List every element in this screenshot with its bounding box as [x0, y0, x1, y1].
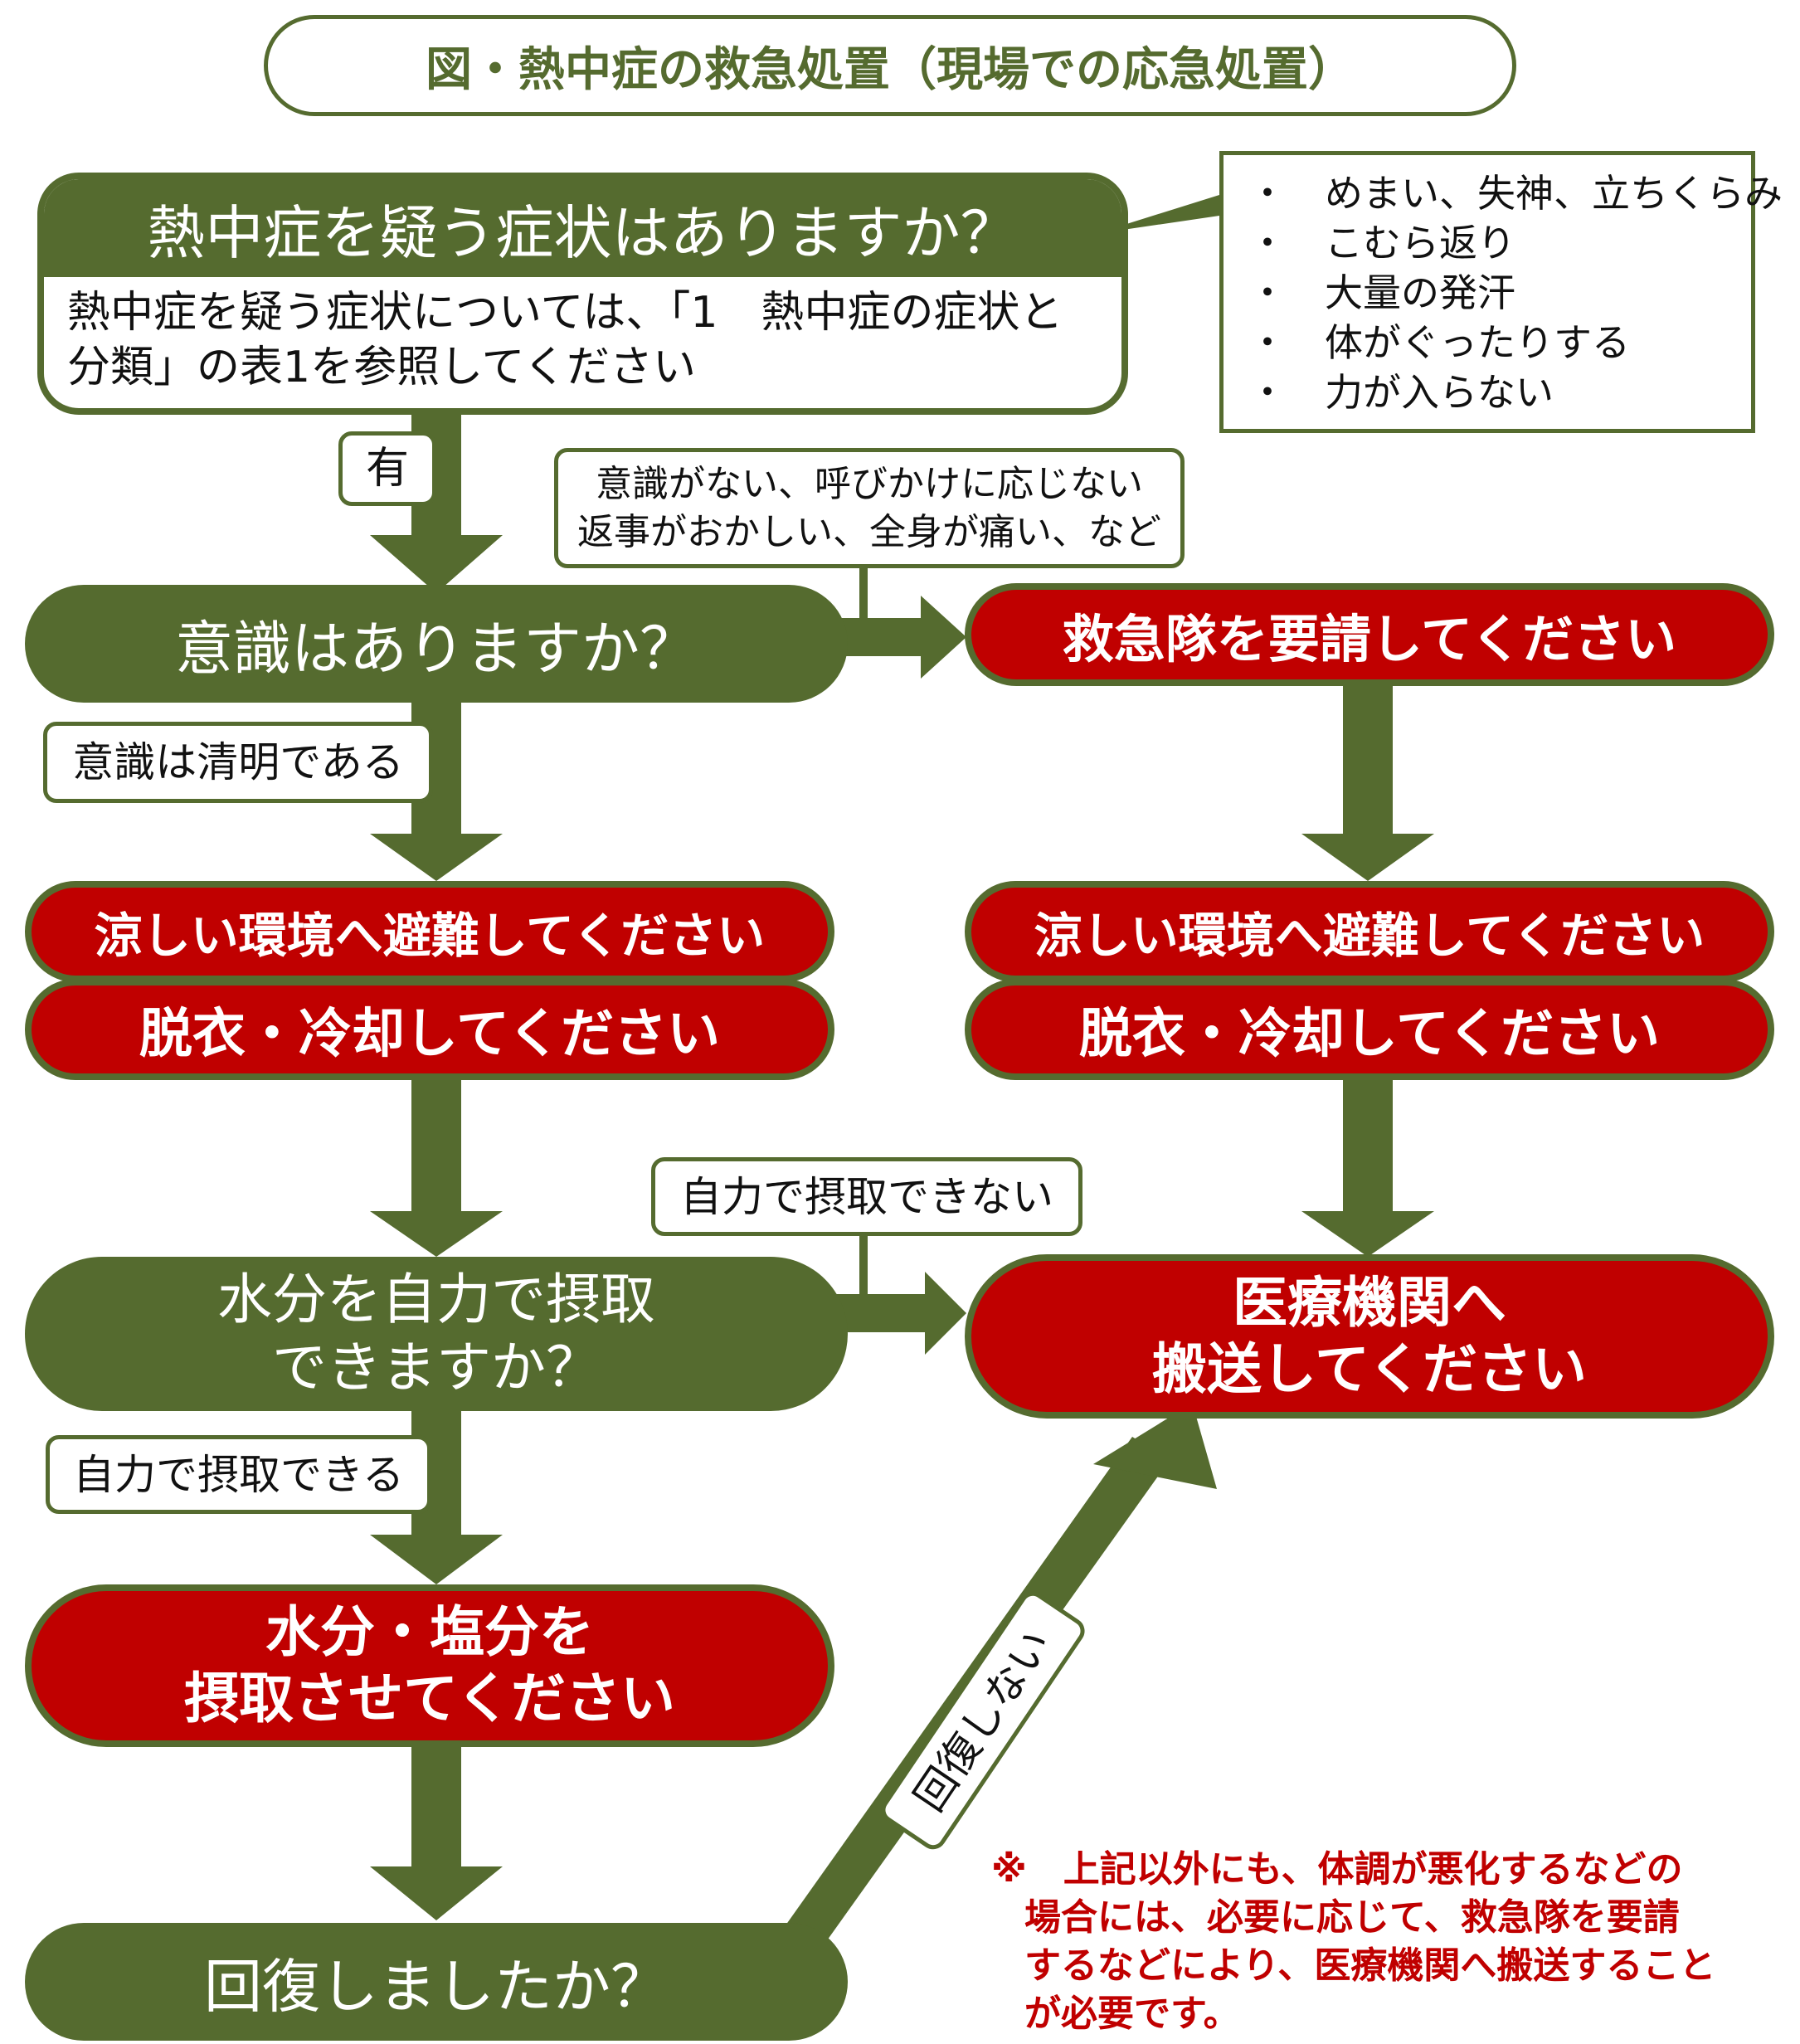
evacuate-left-box: 涼しい環境へ避難してください: [25, 881, 834, 982]
arrow-hyd-q4-head: [370, 1866, 503, 1920]
arrow-q1-q2-head: [370, 535, 503, 593]
q1-note-line1: 熱中症を疑う症状については、「1 熱中症の症状と: [67, 288, 1063, 338]
evacuate-left-text: 涼しい環境へ避難してください: [94, 908, 766, 964]
label-can-drink-text: 自力で摂取できる: [73, 1450, 404, 1499]
hydrate-box: 水分・塩分を 摂取させてください: [25, 1584, 834, 1747]
symptom-item: ・ 力が入らない: [1248, 370, 1554, 415]
arrow-amb-evac-shaft: [1343, 682, 1393, 834]
q2-box: 意識はありますか？: [25, 585, 848, 703]
evacuate-right-box: 涼しい環境へ避難してください: [965, 881, 1774, 982]
symptom-item: ・ 大量の発汗: [1248, 270, 1515, 315]
label-conscious-text: 意識は清明である: [72, 738, 404, 786]
footnote-line1: ※ 上記以外にも、体調が悪化するなどの: [991, 1848, 1683, 1891]
label-cannot-drink: 自力で摂取できない: [651, 1157, 1082, 1236]
q1-heading: 熱中症を疑う症状はありますか？: [147, 198, 1019, 267]
arrow-cool-hosp-shaft: [1343, 1078, 1393, 1211]
q2-text: 意識はありますか？: [175, 614, 698, 683]
arrow-q2-evac-head: [370, 834, 503, 881]
cool-left-text: 脱衣・冷却してください: [139, 1004, 721, 1065]
footnote-line3: するなどにより、医療機関へ搬送すること: [1024, 1944, 1716, 1987]
label-yes-text: 有: [365, 444, 409, 494]
footnote-line4: が必要です。: [1024, 1993, 1240, 2035]
hydrate-line1: 水分・塩分を: [265, 1600, 594, 1664]
q1-note: 熱中症を疑う症状については、「1 熱中症の症状と 分類」の表1を参照してください: [44, 277, 1121, 395]
q3-line2: できますか？: [272, 1336, 601, 1399]
evacuate-right-text: 涼しい環境へ避難してください: [1034, 908, 1705, 964]
title-box: 図・熱中症の救急処置（現場での応急処置）: [264, 15, 1516, 116]
label-yes: 有: [338, 431, 436, 506]
label-stem-1: [859, 564, 868, 622]
arrow-q3-hyd-head: [370, 1535, 503, 1584]
footnote-line2: 場合には、必要に応じて、救急隊を要請: [1024, 1896, 1680, 1939]
q3-box: 水分を自力で摂取 できますか？: [25, 1257, 848, 1411]
hospital-line1: 医療機関へ: [1233, 1271, 1506, 1335]
arrow-cool-hosp-head: [1301, 1211, 1434, 1257]
call-ambulance-box: 救急隊を要請してください: [965, 583, 1774, 686]
arrow-q4-hosp-head: [1093, 1402, 1217, 1489]
page-title: 図・熱中症の救急処置（現場での応急処置）: [426, 42, 1355, 97]
q1-box: 熱中症を疑う症状はありますか？ 熱中症を疑う症状については、「1 熱中症の症状と…: [37, 173, 1128, 415]
symptoms-box: ・ めまい、失神、立ちくらみ ・ こむら返り ・ 大量の発汗 ・ 体がぐったりす…: [1219, 151, 1783, 433]
label-conscious: 意識は清明である: [43, 722, 433, 803]
footnote: ※ 上記以外にも、体調が悪化するなどの 場合には、必要に応じて、救急隊を要請 す…: [991, 1846, 1771, 2038]
arrow-q2-ambulance-head: [921, 596, 966, 679]
q4-box: 回復しましたか？: [25, 1923, 848, 2041]
label-can-drink: 自力で摂取できる: [46, 1435, 431, 1514]
label-cannot-drink-text: 自力で摂取できない: [680, 1172, 1053, 1221]
hospital-box: 医療機関へ 搬送してください: [965, 1254, 1774, 1419]
arrow-amb-evac-head: [1301, 834, 1434, 881]
cool-left-box: 脱衣・冷却してください: [25, 979, 834, 1080]
symptom-item: ・ 体がぐったりする: [1248, 320, 1630, 365]
q4-text: 回復しましたか？: [204, 1952, 669, 2021]
symptom-item: ・ こむら返り: [1248, 221, 1515, 265]
cool-right-box: 脱衣・冷却してください: [965, 979, 1774, 1080]
q1-note-line2: 分類」の表1を参照してください: [67, 343, 696, 392]
arrow-cool-q3-head: [370, 1211, 503, 1257]
q1-heading-bar: 熱中症を疑う症状はありますか？: [44, 179, 1121, 277]
label-no-consciousness-line2: 返事がおかしい、全身が痛い、など: [577, 510, 1161, 553]
q3-line1: 水分を自力で摂取: [217, 1268, 655, 1331]
arrow-hyd-q4-shaft: [411, 1742, 461, 1866]
hydrate-line2: 摂取させてください: [183, 1667, 676, 1730]
arrow-q3-hosp-head: [925, 1272, 966, 1355]
label-stem-2: [859, 1228, 868, 1298]
call-ambulance-text: 救急隊を要請してください: [1062, 609, 1677, 669]
hospital-line2: 搬送してください: [1151, 1337, 1588, 1401]
label-no-consciousness: 意識がない、呼びかけに応じない 返事がおかしい、全身が痛い、など: [554, 448, 1185, 568]
label-no-consciousness-line1: 意識がない、呼びかけに応じない: [596, 462, 1143, 505]
cool-right-text: 脱衣・冷却してください: [1078, 1004, 1661, 1065]
arrow-cool-q3-shaft: [411, 1078, 461, 1211]
symptom-item: ・ めまい、失神、立ちくらみ: [1248, 171, 1783, 216]
